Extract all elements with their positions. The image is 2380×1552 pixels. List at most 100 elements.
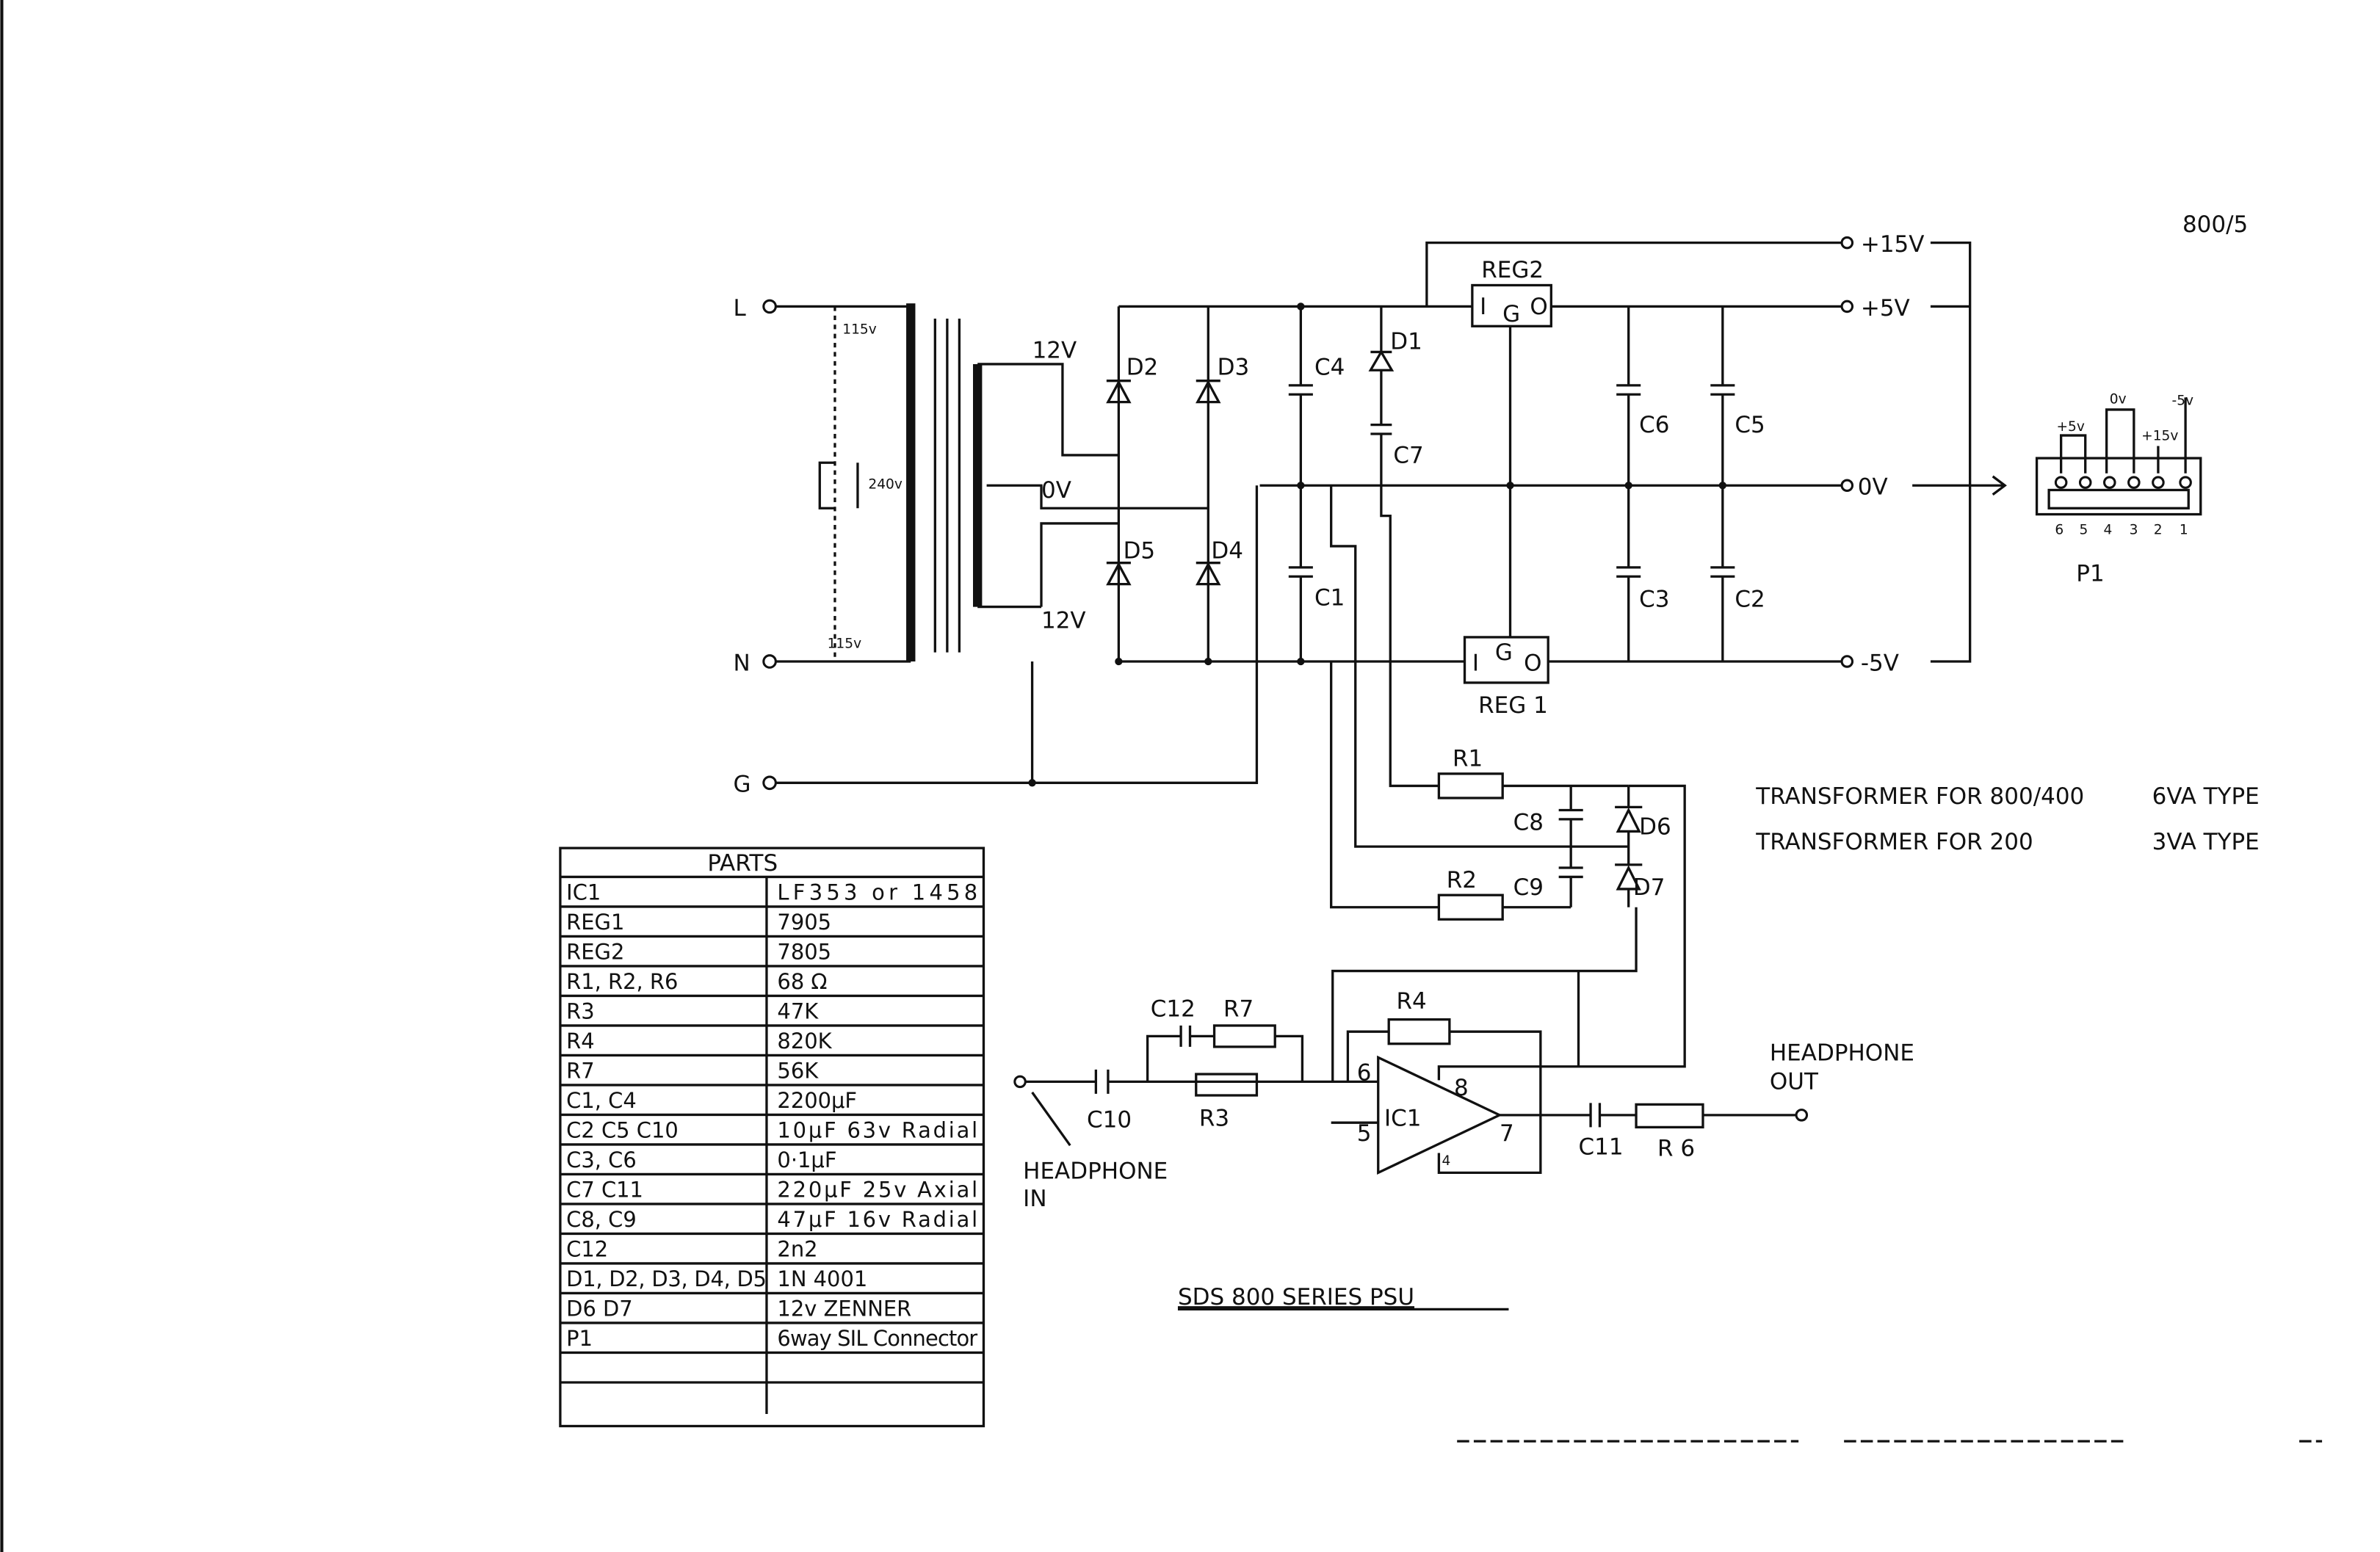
label-D3: D3	[1218, 354, 1250, 380]
table-row: R1, R2, R6 68 Ω	[566, 969, 827, 994]
part-ref: C7 C11	[566, 1177, 643, 1202]
label-C9: C9	[1513, 874, 1544, 901]
sec-0v: 0V	[1041, 477, 1071, 504]
part-value: 6way SIL Connector	[777, 1326, 977, 1351]
p1-pin-hole	[2102, 476, 2116, 489]
opamp-pin6: 6	[1357, 1059, 1372, 1086]
label-C5: C5	[1735, 412, 1765, 438]
transformer-note-1-rating: 6VA TYPE	[2152, 783, 2260, 810]
reg1-pin-g: G	[1495, 639, 1513, 666]
label-IC1: IC1	[1384, 1105, 1422, 1131]
part-value: 0·1μF	[777, 1147, 836, 1172]
headphone-in-2: IN	[1023, 1186, 1046, 1212]
p1-pin-3: 3	[2130, 522, 2138, 537]
label-C10: C10	[1087, 1106, 1132, 1133]
part-value: 56K	[777, 1058, 819, 1083]
reg2-pin-i: I	[1480, 294, 1486, 320]
label-D4: D4	[1211, 537, 1243, 564]
diagram-title: SDS 800 SERIES PSU	[1178, 1284, 1414, 1310]
reg1-pin-o: O	[1524, 650, 1541, 676]
p1-pin-4: 4	[2104, 522, 2113, 537]
part-ref: C8, C9	[566, 1207, 637, 1232]
label-C4: C4	[1314, 354, 1345, 380]
headphone-out-2: OUT	[1770, 1069, 1819, 1095]
table-row: C12 2n2	[566, 1236, 817, 1261]
reg2: REG2 I G O	[1471, 257, 1552, 327]
part-value: 1N 4001	[777, 1266, 867, 1291]
opamp-pin7: 7	[1500, 1120, 1514, 1147]
label-D7: D7	[1633, 874, 1665, 901]
reservoir-caps: C4 C1	[1288, 306, 1345, 661]
label-C7: C7	[1393, 442, 1423, 468]
bridge-rectifier: D2 D3 D5 D4	[1106, 302, 1842, 666]
label-C8: C8	[1513, 809, 1544, 835]
label-C6: C6	[1639, 412, 1669, 438]
p1-pin-hole	[2054, 476, 2068, 489]
part-ref: D6 D7	[566, 1296, 633, 1321]
reg1-pin-i: I	[1472, 650, 1479, 676]
part-ref: C12	[566, 1236, 608, 1261]
label-R3: R3	[1199, 1105, 1229, 1131]
label-D6: D6	[1639, 814, 1671, 841]
label-R1: R1	[1453, 746, 1483, 772]
label-C3: C3	[1639, 587, 1669, 613]
part-ref: IC1	[566, 880, 601, 904]
out-0v: 0V	[1858, 474, 1888, 501]
part-value: 47K	[777, 998, 819, 1023]
out-minus5: -5V	[1861, 650, 1899, 676]
label-R7: R7	[1223, 996, 1254, 1023]
p1-pin-hole	[2152, 476, 2165, 489]
headphone-in-1: HEADPHONE	[1023, 1158, 1168, 1185]
transformer-note-2-rating: 3VA TYPE	[2152, 829, 2260, 855]
p1-pin-hole	[2179, 476, 2192, 489]
opamp-pin8: 8	[1454, 1075, 1469, 1101]
p1-pin-hole	[2127, 476, 2141, 489]
sheet-number: 800/5	[2182, 211, 2248, 238]
p1-label-p15v: +15v	[2141, 428, 2178, 443]
label-C2: C2	[1735, 587, 1765, 613]
table-row: R7 56K	[566, 1058, 819, 1083]
opamp-pin4: 4	[1442, 1153, 1451, 1169]
p1-label-0v: 0v	[2110, 392, 2127, 407]
tap-115-bottom: 115v	[828, 636, 861, 651]
part-ref: D1, D2, D3, D4, D5	[566, 1266, 767, 1291]
p1-label-m5v: -5v	[2172, 394, 2194, 409]
label-C1: C1	[1314, 585, 1345, 612]
p1-pin-6: 6	[2055, 522, 2063, 537]
tap-115-top: 115v	[842, 322, 876, 338]
part-value: 2n2	[777, 1236, 817, 1261]
label-R4: R4	[1397, 988, 1427, 1015]
part-ref: REG2	[566, 939, 624, 964]
part-value: 68 Ω	[777, 969, 827, 994]
amp-supply: R1 R2 C8 C9 D6 D7	[1330, 485, 1686, 1082]
reg1-label: REG 1	[1478, 692, 1548, 719]
output-caps: C6 C5 C3 C2	[1616, 306, 1765, 661]
label-D2: D2	[1126, 354, 1159, 380]
reg2-pin-g: G	[1502, 301, 1520, 327]
p1-pin-hole	[2078, 476, 2092, 489]
p1-label-p5v: +5v	[2056, 419, 2084, 435]
part-ref: R7	[566, 1058, 595, 1083]
plus15-supply: D1 C7	[1368, 241, 1842, 486]
p1-pin-1: 1	[2180, 522, 2188, 537]
sec-12v-top: 12V	[1032, 338, 1077, 364]
part-ref: R1, R2, R6	[566, 969, 678, 994]
part-ref: R3	[566, 998, 595, 1023]
amp-stage: C10 R3 C12 R7 IC1 6 5 8 7 4 R4 C11 R 6 H…	[1013, 988, 1914, 1212]
transformer-note-2: TRANSFORMER FOR 200	[1755, 829, 2033, 855]
reg2-pin-o: O	[1530, 294, 1547, 320]
sec-12v-bottom: 12V	[1041, 608, 1086, 634]
reg2-label: REG2	[1481, 257, 1544, 283]
tap-240: 240v	[868, 476, 902, 492]
out-plus5: +5V	[1861, 295, 1910, 322]
transformer-note-1: TRANSFORMER FOR 800/400	[1755, 783, 2084, 810]
mains-input: L N G 115v 240v 115v	[733, 295, 1259, 798]
